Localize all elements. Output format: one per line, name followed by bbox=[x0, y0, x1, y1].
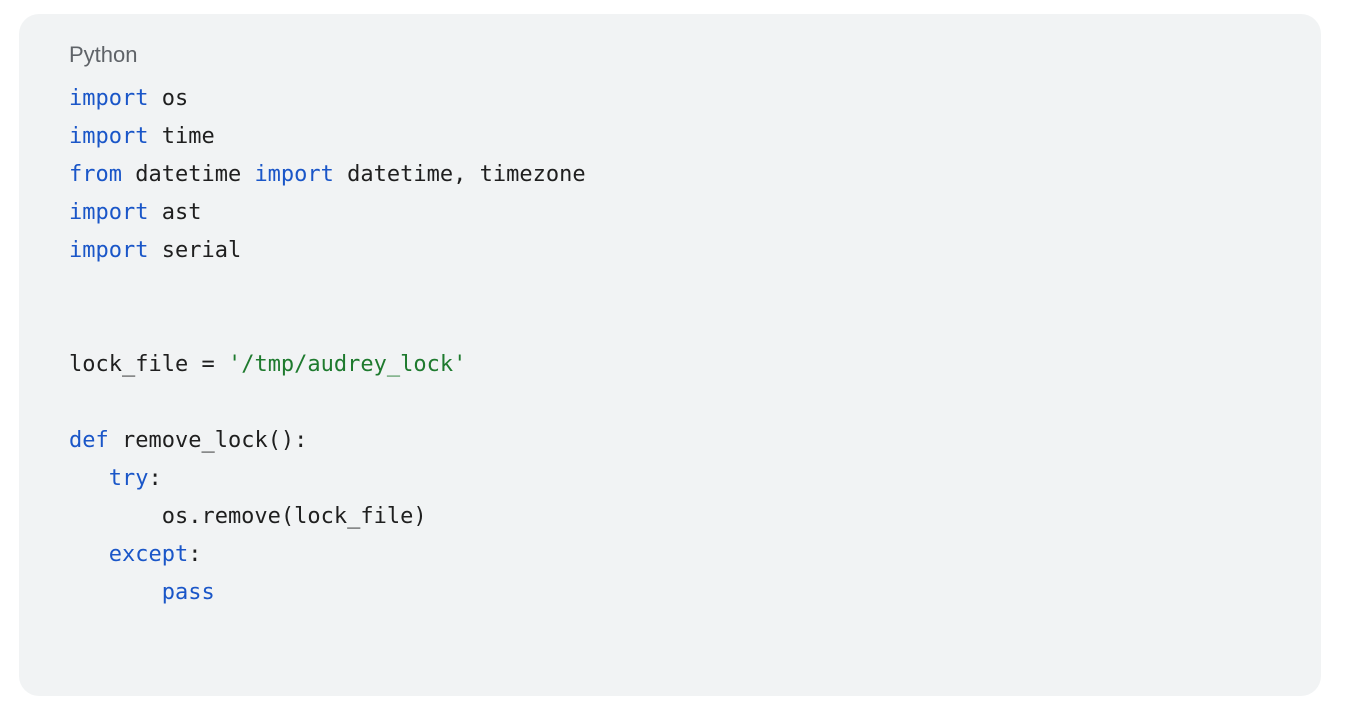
code-line: import serial bbox=[69, 232, 586, 270]
code-string: '/tmp/audrey_lock' bbox=[227, 352, 467, 377]
code-text bbox=[69, 466, 109, 491]
code-text: serial bbox=[148, 238, 242, 263]
code-text: datetime bbox=[121, 162, 255, 187]
code-text: os bbox=[148, 86, 189, 111]
code-line bbox=[69, 270, 586, 308]
code-line: try: bbox=[69, 460, 586, 498]
code-text: lock_file = bbox=[69, 352, 228, 377]
code-text: remove_lock(): bbox=[108, 428, 308, 453]
code-line: from datetime import datetime, timezone bbox=[69, 156, 586, 194]
code-text: os.remove(lock_file) bbox=[69, 504, 427, 529]
code-keyword: import bbox=[69, 86, 149, 111]
code-line bbox=[69, 308, 586, 346]
code-line: pass bbox=[69, 574, 586, 612]
code-text: ast bbox=[148, 200, 202, 225]
code-text bbox=[69, 542, 109, 567]
code-text: : bbox=[148, 466, 162, 491]
code-text: : bbox=[188, 542, 202, 567]
code-keyword: try bbox=[108, 466, 149, 491]
code-line: except: bbox=[69, 536, 586, 574]
code-keyword: import bbox=[69, 124, 149, 149]
code-line: def remove_lock(): bbox=[69, 422, 586, 460]
code-keyword: except bbox=[108, 542, 189, 567]
code-line: import os bbox=[69, 80, 586, 118]
code-line bbox=[69, 384, 586, 422]
code-text bbox=[69, 580, 162, 605]
code-keyword: pass bbox=[161, 580, 215, 605]
code-keyword: import bbox=[254, 162, 334, 187]
code-line: import ast bbox=[69, 194, 586, 232]
code-language-label: Python bbox=[69, 42, 138, 67]
code-text: datetime, timezone bbox=[333, 162, 586, 187]
code-line: lock_file = '/tmp/audrey_lock' bbox=[69, 346, 586, 384]
code-keyword: import bbox=[69, 238, 149, 263]
code-keyword: import bbox=[69, 200, 149, 225]
code-keyword: from bbox=[69, 162, 122, 187]
code-line: import time bbox=[69, 118, 586, 156]
code-keyword: def bbox=[69, 428, 109, 453]
code-line: os.remove(lock_file) bbox=[69, 498, 586, 536]
code-text: time bbox=[148, 124, 215, 149]
